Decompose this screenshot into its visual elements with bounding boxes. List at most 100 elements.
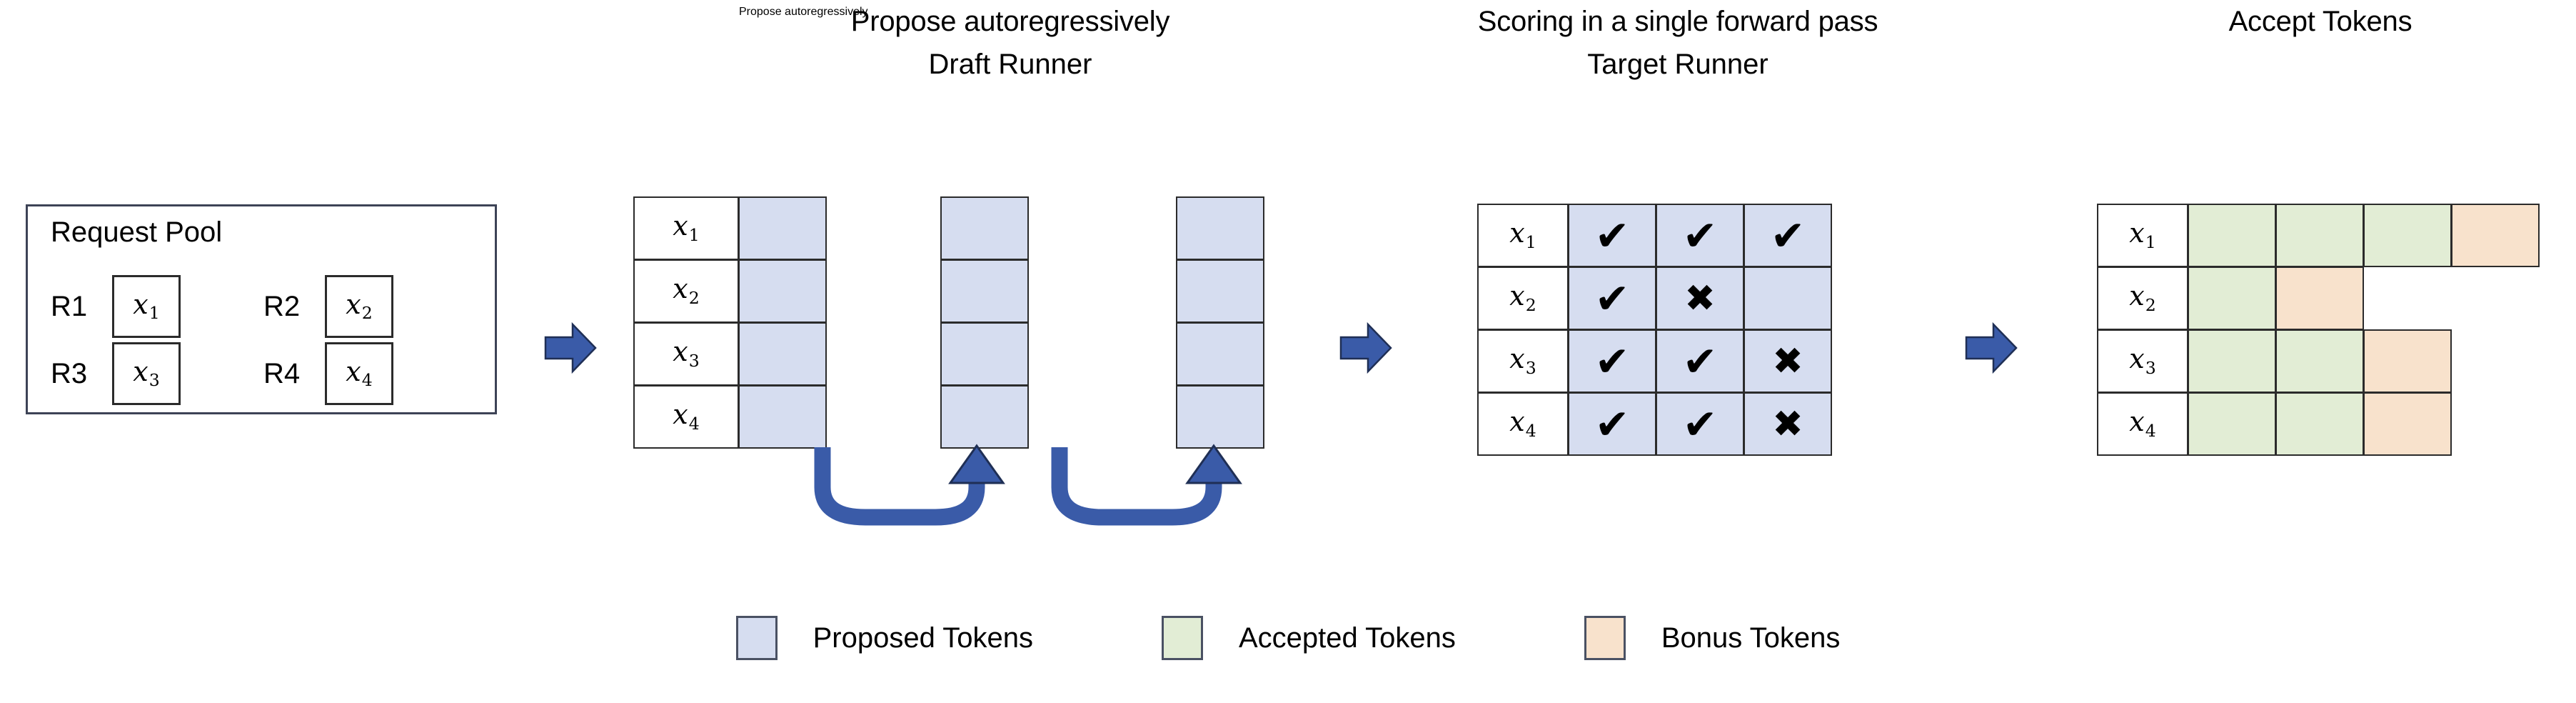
- target-runner-grid: x1 ✔ ✔ ✔ x2 ✔ ✖ x3 ✔ ✔ ✖ x4 ✔ ✔ ✖: [1477, 204, 1832, 456]
- draft-stage-title-text: Propose autoregressively: [850, 6, 1170, 37]
- accept-row-2: x2: [2097, 266, 2540, 330]
- request-row-r1: R1 x1: [51, 275, 181, 338]
- accepted-token-cell: [2188, 266, 2276, 330]
- request-label-r3: R3: [51, 357, 88, 389]
- token-variable: x3: [2129, 343, 2156, 378]
- target-row-2: x2 ✔ ✖: [1477, 266, 1832, 330]
- draft-row: [1176, 385, 1264, 449]
- token-variable: x4: [346, 355, 373, 391]
- request-token-box-r2: x2: [325, 275, 393, 338]
- token-variable: x2: [673, 273, 700, 308]
- draft-row: [1176, 196, 1264, 260]
- token-variable: x4: [2129, 406, 2156, 441]
- request-pool-panel: Request Pool R1 x1 R2 x2 R3 x3 R4 x4: [26, 204, 497, 414]
- legend-item-proposed: Proposed Tokens: [735, 616, 1033, 660]
- draft-proposed-cell: [1176, 196, 1264, 260]
- accept-stage-title: Accept Tokens: [2228, 6, 2413, 37]
- check-icon: ✔: [1770, 211, 1806, 260]
- accepted-token-cell: [2188, 329, 2276, 393]
- target-score-cell-check: ✔: [1656, 329, 1744, 393]
- check-icon: ✔: [1682, 336, 1718, 386]
- draft-proposed-cell: [940, 322, 1029, 386]
- request-token-box-r1: x1: [112, 275, 181, 338]
- request-token-box-r4: x4: [325, 342, 393, 405]
- target-row-1: x1 ✔ ✔ ✔: [1477, 204, 1832, 267]
- cross-icon: ✖: [1772, 402, 1803, 446]
- accept-empty-cell: [2451, 329, 2540, 393]
- accept-row-label-4: x4: [2097, 392, 2188, 456]
- accept-empty-cell: [2451, 266, 2540, 330]
- target-score-cell-cross: ✖: [1744, 329, 1832, 393]
- draft-row: [940, 259, 1029, 323]
- target-score-cell-check: ✔: [1656, 204, 1744, 267]
- legend-swatch-proposed: [735, 616, 778, 660]
- accept-tokens-grid: x1 x2 x3 x4: [2097, 204, 2540, 456]
- loop-arrow-icon: [814, 444, 1005, 526]
- accept-row-1: x1: [2097, 204, 2540, 267]
- target-score-cell-check: ✔: [1568, 266, 1656, 330]
- draft-runner-step-1: x1 x2 x3 x4: [633, 196, 827, 449]
- accept-row-label-2: x2: [2097, 266, 2188, 330]
- request-label-r1: R1: [51, 290, 88, 322]
- check-icon: ✔: [1594, 274, 1630, 323]
- draft-row: [1176, 322, 1264, 386]
- draft-row: [940, 385, 1029, 449]
- draft-row-label-3: x3: [633, 322, 739, 386]
- token-variable: x3: [133, 355, 160, 391]
- accept-empty-cell: [2363, 266, 2452, 330]
- draft-loop-arrow-1: [800, 443, 1007, 543]
- token-variable: x1: [673, 210, 700, 245]
- target-score-cell-check: ✔: [1656, 392, 1744, 456]
- flow-arrow-target-to-accept: [1965, 320, 2018, 379]
- legend-label-bonus: Bonus Tokens: [1661, 622, 1841, 654]
- draft-stage-subtitle: Draft Runner: [928, 49, 1092, 80]
- draft-row-label-2: x2: [633, 259, 739, 323]
- token-variable: x1: [1509, 217, 1536, 252]
- accept-row-label-3: x3: [2097, 329, 2188, 393]
- token-variable: x2: [1509, 280, 1536, 315]
- legend-swatch-bonus: [1584, 616, 1626, 660]
- bonus-token-cell: [2363, 329, 2452, 393]
- token-variable: x2: [346, 288, 373, 324]
- draft-row: x4: [633, 385, 827, 449]
- target-row-label-3: x3: [1477, 329, 1569, 393]
- draft-proposed-cell: [738, 259, 827, 323]
- accept-row-3: x3: [2097, 329, 2540, 393]
- target-score-cell-check: ✔: [1568, 392, 1656, 456]
- draft-row: x1: [633, 196, 827, 260]
- bonus-token-cell: [2451, 204, 2540, 267]
- target-score-cell-check: ✔: [1568, 204, 1656, 267]
- draft-row-label-4: x4: [633, 385, 739, 449]
- legend-item-bonus: Bonus Tokens: [1584, 616, 1841, 660]
- draft-row-label-1: x1: [633, 196, 739, 260]
- bonus-token-cell: [2363, 392, 2452, 456]
- legend-swatch-accepted: [1161, 616, 1203, 660]
- target-score-cell-cross: ✖: [1744, 392, 1832, 456]
- check-icon: ✔: [1594, 211, 1630, 260]
- flow-arrow-pool-to-draft: [544, 320, 597, 379]
- draft-proposed-cell: [738, 322, 827, 386]
- draft-row: x3: [633, 322, 827, 386]
- cross-icon: ✖: [1772, 339, 1803, 383]
- check-icon: ✔: [1594, 336, 1630, 386]
- target-score-cell-check: ✔: [1568, 329, 1656, 393]
- target-score-cell-cross: ✖: [1656, 266, 1744, 330]
- accepted-token-cell: [2363, 204, 2452, 267]
- request-pool-title: Request Pool: [51, 216, 223, 248]
- draft-runner-step-2: [940, 196, 1029, 449]
- legend-item-accepted: Accepted Tokens: [1161, 616, 1456, 660]
- draft-proposed-cell: [940, 385, 1029, 449]
- target-score-cell-check: ✔: [1744, 204, 1832, 267]
- draft-loop-arrow-2: [1037, 443, 1244, 543]
- target-row-label-2: x2: [1477, 266, 1569, 330]
- request-label-r4: R4: [263, 357, 301, 389]
- target-stage-title: Scoring in a single forward pass: [1477, 6, 1878, 37]
- request-label-r2: R2: [263, 290, 301, 322]
- draft-row: x2: [633, 259, 827, 323]
- legend: Proposed Tokens Accepted Tokens Bonus To…: [0, 616, 2576, 660]
- token-variable: x2: [2129, 280, 2156, 315]
- token-variable: x4: [673, 399, 700, 434]
- token-variable: x1: [133, 288, 160, 324]
- accepted-token-cell: [2188, 392, 2276, 456]
- right-arrow-icon: [544, 321, 597, 374]
